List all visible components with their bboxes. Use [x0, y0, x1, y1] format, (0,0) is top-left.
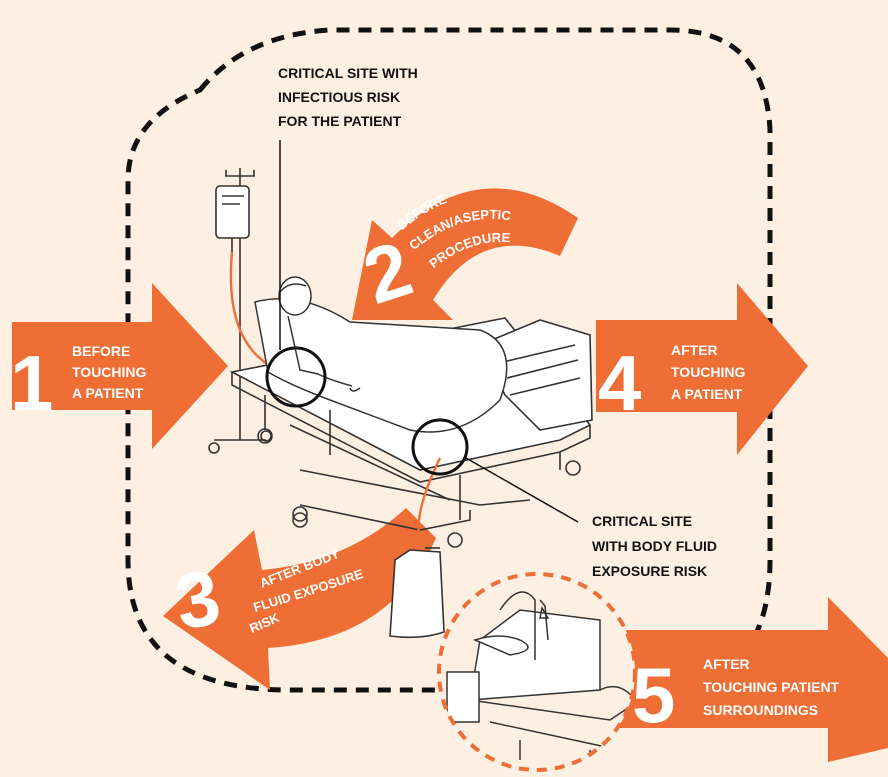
svg-text:FOR THE PATIENT: FOR THE PATIENT: [278, 113, 402, 129]
callout-body-fluid-risk: CRITICAL SITE WITH BODY FLUID EXPOSURE R…: [592, 513, 717, 579]
patient-icon: [254, 276, 508, 433]
moment-4-label: AFTER TOUCHING A PATIENT: [671, 342, 746, 402]
svg-text:AFTER: AFTER: [703, 656, 750, 672]
patient-surroundings-icon: [437, 572, 637, 772]
svg-text:CRITICAL SITE WITH: CRITICAL SITE WITH: [278, 65, 418, 81]
moment-4-arrow: [596, 283, 808, 455]
svg-text:BEFORE: BEFORE: [72, 343, 130, 359]
moment-2-arrow: [352, 188, 578, 320]
moment-5-arrow: [590, 597, 888, 762]
moment-1-number: 1: [10, 339, 53, 427]
iv-bag-icon: [208, 168, 321, 454]
svg-text:INFECTIOUS RISK: INFECTIOUS RISK: [278, 89, 400, 105]
svg-text:A PATIENT: A PATIENT: [671, 386, 743, 402]
moment-1-label: BEFORE TOUCHING A PATIENT: [72, 343, 147, 401]
callout-infectious-risk: CRITICAL SITE WITH INFECTIOUS RISK FOR T…: [278, 65, 418, 129]
svg-text:TOUCHING: TOUCHING: [72, 364, 147, 380]
critical-site-circle-body-fluid: [411, 418, 469, 476]
svg-text:EXPOSURE RISK: EXPOSURE RISK: [592, 563, 707, 579]
svg-text:CRITICAL SITE: CRITICAL SITE: [592, 513, 692, 529]
moment-5-label: AFTER TOUCHING PATIENT SURROUNDINGS: [703, 656, 840, 718]
moment-5-number: 5: [632, 651, 675, 739]
svg-text:TOUCHING: TOUCHING: [671, 364, 746, 380]
svg-text:TOUCHING PATIENT: TOUCHING PATIENT: [703, 679, 840, 695]
svg-text:SURROUNDINGS: SURROUNDINGS: [703, 702, 818, 718]
svg-text:A PATIENT: A PATIENT: [72, 385, 144, 401]
callout-line-body-fluid: [465, 457, 579, 523]
moment-3-arrow: [163, 508, 436, 690]
moment-4-number: 4: [598, 339, 641, 427]
critical-site-circle-infectious: [265, 346, 327, 408]
svg-text:AFTER: AFTER: [671, 342, 718, 358]
moment-1-arrow: [12, 283, 228, 449]
svg-text:WITH BODY FLUID: WITH BODY FLUID: [592, 538, 717, 554]
